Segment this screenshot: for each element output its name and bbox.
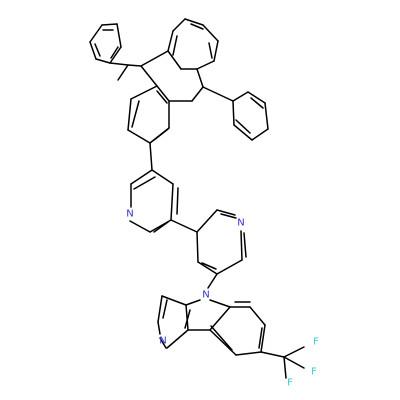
bond-line-48 (196, 209, 218, 233)
bond-line-35 (149, 142, 153, 171)
atom-label-f1: F (313, 337, 319, 348)
bond-line-4 (109, 46, 122, 64)
atom-label-n2: N (237, 218, 244, 229)
bond-line-8 (127, 64, 142, 67)
bond-line-52 (185, 304, 189, 331)
double-bond-line-15 (243, 232, 247, 258)
bond-line-49 (207, 273, 218, 289)
bond-line-22 (140, 65, 158, 87)
double-bond-line-14 (201, 262, 217, 270)
bond-line-43 (196, 231, 199, 263)
bond-line-47 (216, 209, 236, 216)
double-bond-line-9 (235, 119, 251, 134)
bond-line-14 (213, 40, 219, 62)
bond-line-58 (235, 351, 262, 356)
double-bond-line-21 (162, 299, 168, 319)
bond-line-18 (196, 68, 204, 88)
bond-line-7 (117, 64, 129, 81)
bond-line-24 (127, 98, 132, 131)
bond-line-56 (249, 306, 266, 326)
double-bond-line-8 (153, 128, 169, 141)
bond-line-65 (283, 346, 305, 358)
atom-label-f3: F (287, 378, 293, 389)
bond-line-67 (283, 356, 287, 379)
bond-line-46 (240, 230, 243, 261)
double-bond-line-13 (176, 187, 179, 215)
bond-line-62 (157, 321, 161, 335)
bond-line-17 (167, 50, 182, 70)
bond-line-0 (101, 23, 118, 26)
bond-line-25 (127, 129, 151, 144)
bond-line-31 (251, 128, 269, 141)
atom-label-f2: F (311, 367, 317, 378)
bond-line-23 (130, 85, 158, 100)
bond-line-19 (191, 86, 204, 102)
bond-line-15 (196, 60, 215, 70)
double-bond-line-17 (184, 309, 191, 329)
bond-line-33 (247, 91, 266, 104)
atom-label-n4: N (159, 336, 166, 347)
bond-line-12 (184, 18, 204, 26)
bond-line-59 (209, 329, 237, 356)
bond-line-13 (202, 24, 219, 42)
double-bond-line-10 (250, 97, 264, 109)
double-bond-line-20 (210, 325, 233, 351)
bond-line-38 (129, 220, 151, 233)
bond-layer (89, 18, 305, 379)
bond-line-32 (264, 102, 269, 130)
bond-line-10 (167, 30, 174, 52)
bond-line-66 (283, 356, 305, 369)
bond-line-50 (209, 299, 231, 308)
double-bond-line-16 (220, 213, 237, 219)
bond-line-21 (156, 85, 170, 102)
bond-line-9 (140, 50, 169, 67)
bond-line-40 (170, 183, 174, 221)
bond-line-28 (202, 86, 234, 102)
double-bond-line-6 (156, 90, 168, 104)
bond-line-11 (172, 18, 186, 32)
bond-line-29 (232, 100, 235, 126)
bond-line-61 (157, 295, 163, 323)
bond-line-64 (260, 351, 285, 358)
double-bond-line-22 (159, 337, 167, 349)
bond-line-57 (260, 324, 266, 353)
double-bond-line-1 (94, 43, 101, 57)
bond-line-45 (216, 259, 243, 275)
bond-line-6 (109, 62, 129, 66)
atom-label-n1: N (126, 209, 133, 220)
double-bond-line-3 (172, 35, 178, 56)
bond-line-41 (151, 169, 174, 185)
bond-line-2 (89, 41, 97, 60)
bond-line-51 (185, 299, 201, 306)
double-bond-line-19 (258, 327, 263, 349)
bond-line-54 (209, 306, 231, 331)
atom-label-layer: N N N N F F F (126, 209, 319, 389)
bond-line-44 (197, 261, 218, 275)
bond-line-63 (166, 329, 189, 349)
double-bond-line-5 (208, 42, 213, 59)
bond-line-34 (232, 91, 249, 102)
double-bond-line-12 (153, 221, 169, 233)
double-bond-line-7 (131, 100, 140, 128)
bond-line-60 (161, 295, 187, 306)
bond-line-30 (233, 124, 253, 141)
double-bond-line-11 (133, 176, 156, 190)
bond-line-36 (130, 169, 153, 185)
double-bond-line-4 (190, 23, 204, 30)
bond-line-5 (116, 23, 122, 48)
bond-line-42 (170, 219, 198, 233)
double-bond-line-2 (110, 46, 119, 59)
bond-line-3 (95, 58, 111, 64)
atom-label-n3: N (202, 290, 209, 301)
bond-line-1 (89, 24, 103, 43)
